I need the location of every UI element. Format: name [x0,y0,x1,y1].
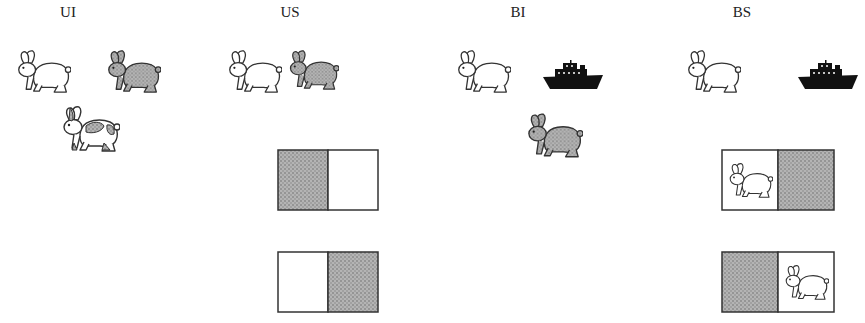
column-label: BS [733,4,751,21]
white-rabbit [689,51,741,92]
column-label: BI [511,4,526,21]
white-rabbit [459,51,511,92]
grey-rabbit [290,51,339,89]
grey-rabbit [109,51,161,92]
boat-icon [798,60,858,89]
column-label: UI [60,4,76,21]
split-square [722,150,834,210]
column-label: US [280,4,299,21]
split-square [722,252,834,312]
grey-rabbit [529,114,583,157]
white-rabbit [230,51,282,92]
split-square [278,150,378,210]
boat-icon [543,60,603,89]
patched-rabbit [64,107,120,151]
split-square [278,252,378,312]
white-rabbit [19,51,71,92]
